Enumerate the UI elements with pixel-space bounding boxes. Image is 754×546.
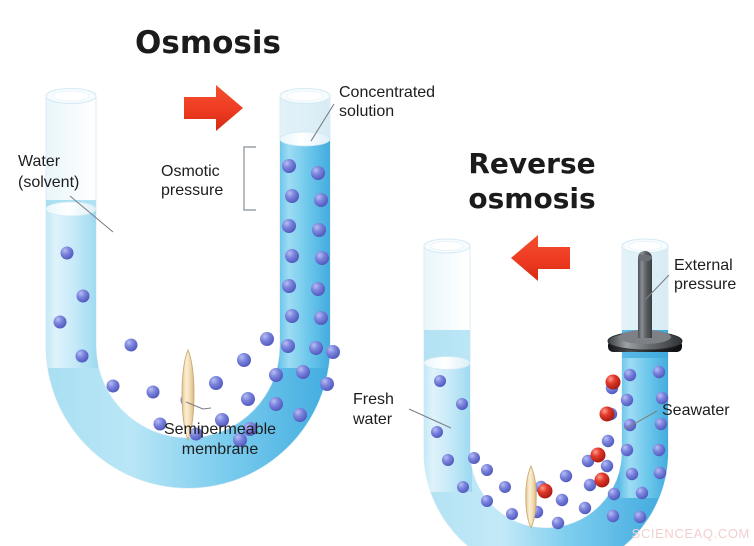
left-tube-opening xyxy=(52,90,90,102)
piston-plunger xyxy=(607,251,683,352)
fresh-water-label-line1: Fresh xyxy=(353,391,394,408)
water-solvent-label-line1: Water xyxy=(18,153,61,170)
osmotic-pressure-label-line1: Osmotic xyxy=(161,163,220,180)
concentrated-solution-leader xyxy=(310,103,335,142)
semipermeable-membrane-label-line1: Semipermeable xyxy=(164,421,276,438)
seawater-leader xyxy=(624,410,658,430)
flow-arrow-left xyxy=(511,235,570,281)
membrane-leader-a xyxy=(185,401,204,410)
fresh-water-leader xyxy=(408,408,452,429)
bend-liquid xyxy=(46,200,330,488)
right-tube-opening xyxy=(286,90,324,102)
fresh-water-arm-liquid xyxy=(424,362,472,492)
concentrated-solution-label-line1: Concentrated xyxy=(339,84,435,101)
osmotic-pressure-bracket xyxy=(243,146,256,211)
reverse-osmosis-diagram: Reverse osmosis External pressure Fresh … xyxy=(352,147,736,546)
seawater-label: Seawater xyxy=(662,402,730,419)
left-arm-liquid xyxy=(46,208,98,368)
osmotic-pressure-label-line2: pressure xyxy=(161,182,223,199)
external-pressure-label-line1: External xyxy=(674,257,733,274)
piston-rod xyxy=(638,251,652,338)
semipermeable-membrane-reverse xyxy=(525,464,537,530)
fresh-water-surface xyxy=(423,356,471,370)
salt-particles xyxy=(537,374,621,499)
water-solvent-label-line2: (solvent) xyxy=(18,174,79,191)
concentrated-solution-label-line2: solution xyxy=(339,103,394,120)
fresh-water-label-line2: water xyxy=(352,411,393,428)
osmosis-title: Osmosis xyxy=(135,25,281,61)
reverse-osmosis-title-line1: Reverse xyxy=(468,147,595,180)
fresh-water-particles xyxy=(431,375,518,520)
piston-rod-cap xyxy=(638,254,652,262)
left-water-surface xyxy=(45,201,97,217)
semipermeable-membrane-osmosis xyxy=(181,348,195,442)
water-solvent-leader xyxy=(69,195,114,233)
seawater-tube-opening xyxy=(628,241,662,251)
bend-liquid-ro xyxy=(424,330,668,546)
osmosis-diagram: Osmosis Water (solvent) Concentrated sol… xyxy=(18,25,435,489)
flow-arrow-right xyxy=(184,85,243,131)
external-pressure-label-line2: pressure xyxy=(674,276,736,293)
reverse-osmosis-title-line2: osmosis xyxy=(468,182,595,215)
right-water-surface xyxy=(279,131,331,147)
watermark-text: SCIENCEAQ.COM xyxy=(632,526,750,541)
external-pressure-leader xyxy=(644,274,670,301)
membrane-leader-b xyxy=(202,407,212,410)
semipermeable-membrane-label-line2: membrane xyxy=(182,441,259,458)
fresh-water-tube-opening xyxy=(430,241,464,251)
osmosis-solute-particles xyxy=(209,159,340,447)
osmosis-u-tube xyxy=(45,87,331,489)
